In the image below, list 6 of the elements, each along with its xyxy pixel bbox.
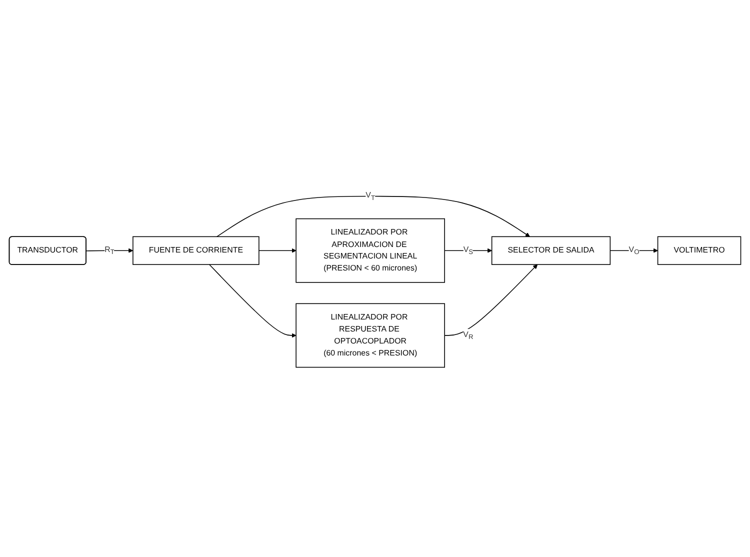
- arrow: [86, 248, 134, 253]
- arrow: [444, 264, 538, 336]
- arrow: [216, 196, 530, 238]
- arrow: [208, 264, 296, 338]
- arrow: [258, 248, 296, 253]
- arrow: [444, 248, 492, 253]
